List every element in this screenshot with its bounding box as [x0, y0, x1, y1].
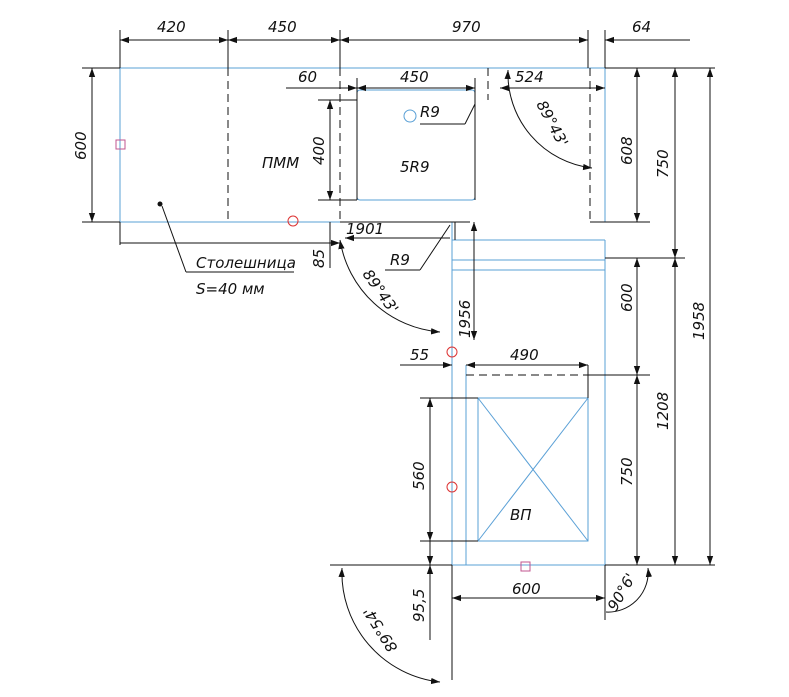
sink-cutout	[356, 89, 476, 201]
label-countertop-thickness: S=40 мм	[196, 280, 265, 298]
dim-mid-55: 55	[410, 346, 429, 364]
angle-inner-corner: 89°43'	[359, 266, 402, 317]
dim-sink-450: 450	[400, 68, 429, 86]
label-countertop: Столешница	[196, 254, 296, 272]
dim-left-600: 600	[72, 131, 90, 160]
dim-right-600: 600	[618, 283, 636, 312]
right-dimensions	[588, 67, 715, 566]
angle-bottom-right: 90°6'	[604, 570, 640, 614]
seam-lines	[227, 68, 591, 376]
dim-right-608: 608	[618, 136, 636, 165]
cooktop-cutout	[477, 397, 589, 542]
dim-mid-85: 85	[310, 249, 328, 268]
dim-mid-1956: 1956	[456, 300, 474, 338]
label-corner-radius: R9	[390, 251, 410, 269]
dim-right-750a: 750	[654, 149, 672, 178]
countertop-leader	[161, 205, 294, 273]
label-dishwasher: ПММ	[262, 154, 299, 172]
dim-mid-490: 490	[510, 346, 539, 364]
dim-sink-400: 400	[310, 136, 328, 165]
top-dimensions	[119, 30, 690, 68]
dim-sink-60: 60	[298, 68, 317, 86]
dim-right-1208: 1208	[654, 392, 672, 430]
dim-top-420: 420	[157, 18, 186, 36]
angle-arcs	[338, 69, 653, 685]
label-sink-bowl: 5R9	[400, 158, 430, 176]
left-dimension	[82, 67, 120, 223]
dim-low-600: 600	[512, 580, 541, 598]
countertop-outline	[119, 67, 606, 566]
dim-right-1958: 1958	[690, 302, 708, 340]
angle-top-right: 89°43'	[532, 97, 571, 149]
markers	[115, 139, 531, 572]
dim-low-95-5: 95,5	[410, 589, 428, 622]
angle-bottom-left: 89°54'	[360, 604, 402, 656]
dim-top-450: 450	[268, 18, 297, 36]
dim-right-750b: 750	[618, 457, 636, 486]
dim-top-64: 64	[632, 18, 651, 36]
mid-dimensions	[119, 221, 589, 398]
dim-mid-1901: 1901	[346, 220, 384, 238]
dim-right-524: 524	[515, 68, 544, 86]
dim-top-970: 970	[452, 18, 481, 36]
dimension-texts: 420 450 970 64 600 60 450 400 524 608 75…	[72, 18, 708, 655]
label-cooktop: ВП	[510, 506, 532, 524]
label-sink-radius: R9	[420, 103, 440, 121]
low-dimensions	[330, 397, 606, 680]
dim-low-560: 560	[410, 461, 428, 490]
